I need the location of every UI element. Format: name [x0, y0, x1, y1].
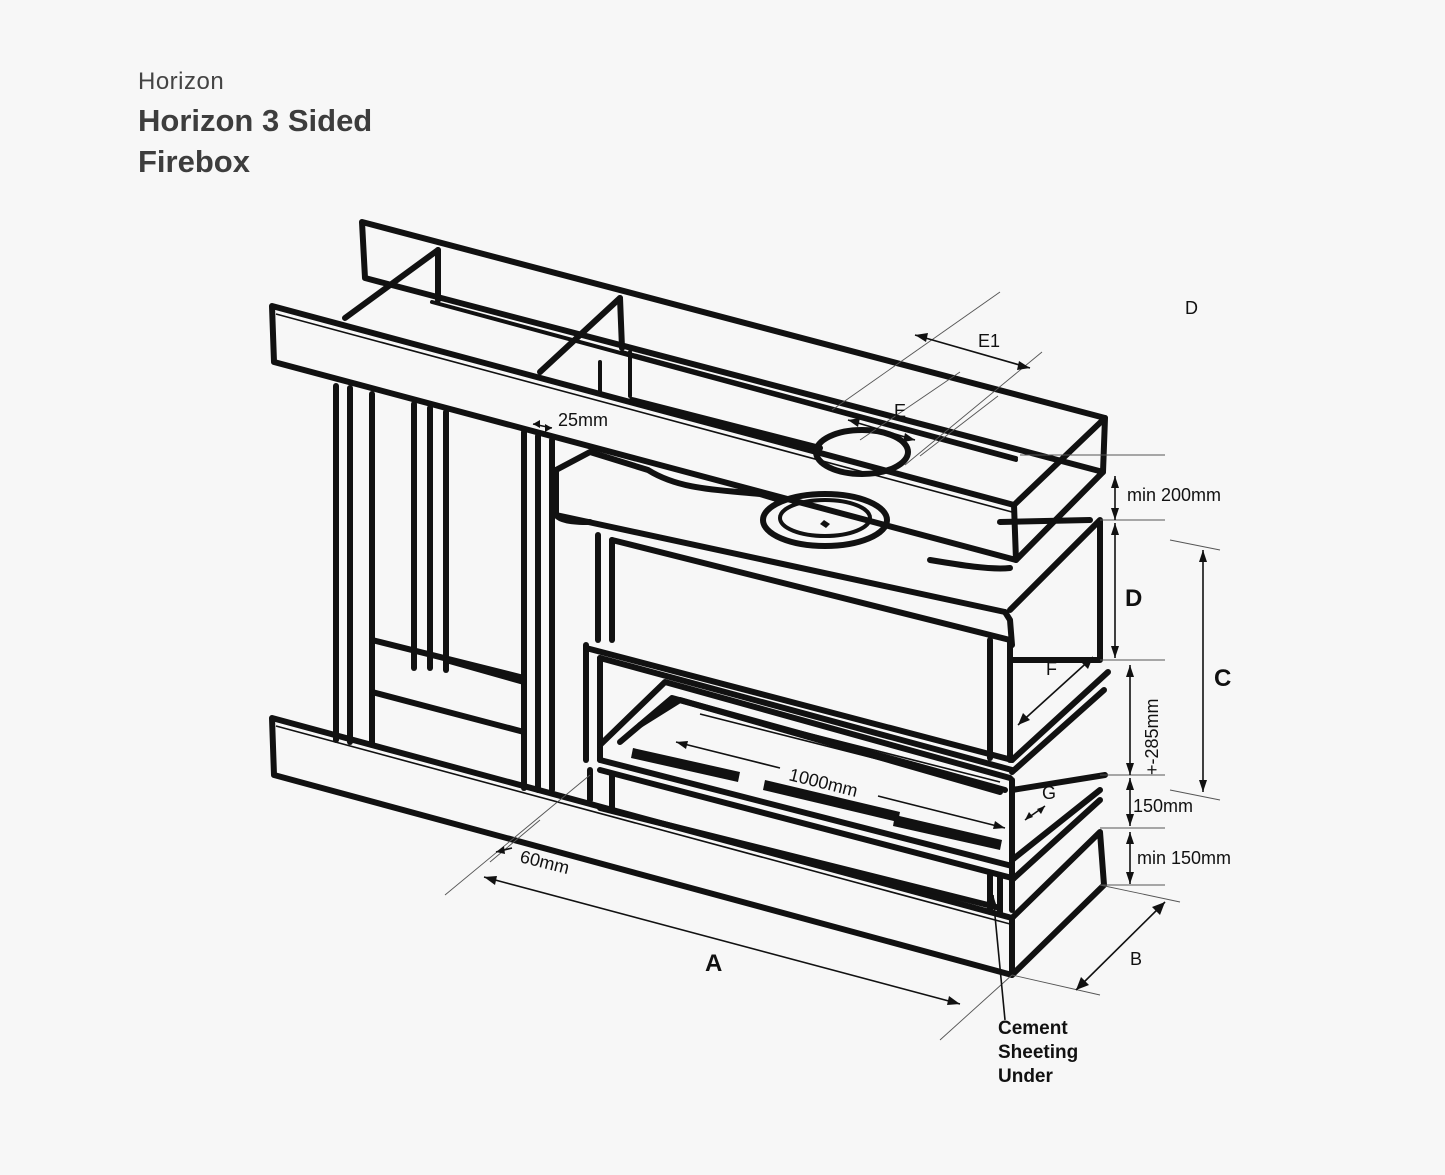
label-285mm: +-285mm: [1142, 698, 1162, 775]
label-a: A: [705, 950, 722, 977]
extension-lines: [444, 291, 1221, 1041]
label-d: D: [1125, 585, 1142, 612]
bottom-rail: [269, 715, 1107, 978]
vertical-studs: [333, 383, 555, 793]
label-cement-line-3: Under: [998, 1066, 1054, 1087]
label-c: C: [1214, 665, 1231, 692]
label-min-150mm: min 150mm: [1137, 848, 1231, 868]
dimension-labels: D E1 E 25mm min 200mm D C F +-285mm G 15…: [518, 298, 1231, 1087]
label-cement-line-2: Sheeting: [998, 1042, 1078, 1063]
top-cross-members: [342, 247, 1108, 563]
label-25mm: 25mm: [558, 410, 608, 430]
firebox-base: [587, 757, 1108, 913]
page-header: Horizon Horizon 3 Sided Firebox: [138, 64, 372, 182]
label-min-200mm: min 200mm: [1127, 485, 1221, 505]
brand-name: Horizon: [138, 68, 225, 95]
label-cement-line-1: Cement: [998, 1018, 1068, 1039]
firebox-hood: [553, 449, 1103, 663]
label-d-small: D: [1185, 298, 1198, 318]
dimension-arrows: [483, 333, 1207, 1021]
burner-tray: [597, 679, 1013, 850]
product-title-line-1: Horizon 3 Sided: [138, 103, 373, 138]
front-top-rail: [269, 303, 1019, 563]
label-e1: E1: [978, 331, 1000, 351]
product-title-line-2: Firebox: [138, 144, 250, 179]
firebox-body: [583, 532, 1111, 775]
label-150mm: 150mm: [1133, 796, 1193, 816]
label-b: B: [1130, 949, 1142, 969]
label-f: F: [1046, 659, 1057, 679]
label-e: E: [894, 401, 906, 421]
label-g: G: [1042, 783, 1056, 803]
top-inner-frame: [430, 300, 1018, 477]
